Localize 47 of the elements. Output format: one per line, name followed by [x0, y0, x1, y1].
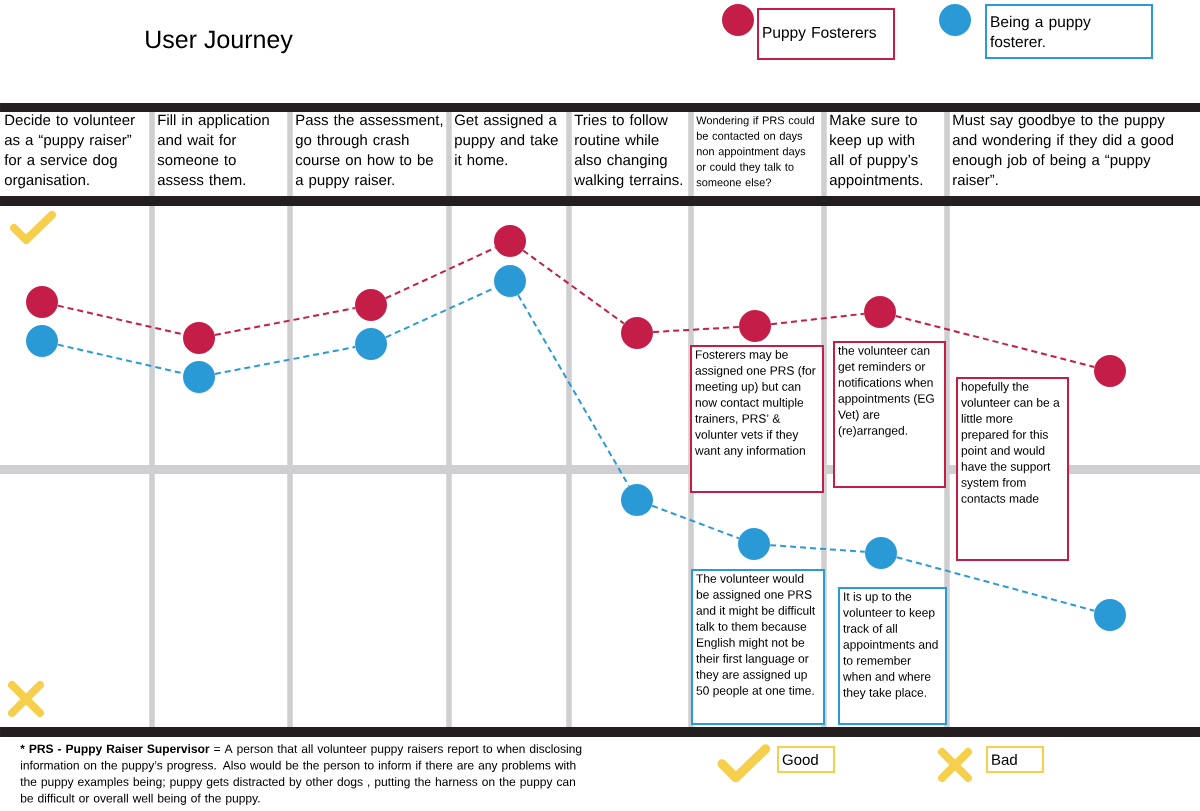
data-point [738, 528, 770, 560]
data-point [1094, 599, 1126, 631]
data-point [494, 225, 526, 257]
dashed-line [517, 294, 630, 487]
dashed-line [652, 325, 740, 334]
stage-text: Get assigned a puppy and take it home. [454, 114, 558, 166]
dashed-line [213, 307, 357, 336]
data-point [26, 325, 58, 357]
stage-text: Decide to volunteer as a “puppy raiser” for a service dog organisation. [4, 114, 135, 189]
stage-text: Must say goodbye to the puppy and wondering if they did a good enough job of being a “puppy raiser”. [952, 114, 1173, 186]
data-point [865, 537, 897, 569]
stage-text: Fill in application and wait for someone to assess them. [157, 114, 269, 186]
data-point [621, 317, 653, 349]
title: User Journey [146, 30, 293, 54]
dashed-line [522, 249, 625, 325]
stage-text: Tries to follow routine while also changing walking terrains. [574, 114, 682, 189]
note-box: hopefully the volunteer can be a little more prepared for this point and would have the support system from contacts made [956, 377, 1069, 561]
note-box: The volunteer would be assigned one PRS and it might be difficult talk to them because English might not be their first language or they are assigned up 50 people at one time. [691, 569, 825, 725]
dashed-line [895, 556, 1096, 612]
dashed-line [213, 346, 357, 375]
data-point [494, 265, 526, 297]
note-box: the volunteer can get reminders or notifications when appointments (EG Vet) are (re)arranged. [833, 341, 946, 488]
dashed-line [384, 286, 497, 339]
data-point [26, 286, 58, 318]
data-point [864, 296, 896, 328]
legend-label: Being a puppy fosterer. [985, 4, 1153, 59]
stage-text: Pass the assessment, go through crash course on how to be a puppy raiser. [295, 114, 443, 189]
dashed-line [651, 504, 740, 540]
data-point [621, 484, 653, 516]
data-point [355, 328, 387, 360]
stage-text: Make sure to keep up with all of puppy’s appointments. [829, 114, 923, 189]
data-point [183, 322, 215, 354]
legend-label: Bad [986, 746, 1044, 773]
footnote: * PRS - Puppy Raiser Supervisor = A person that all volunteer puppy raisers report to when disclosing information on the puppy’s progress. Also would be the person to inform if there are any problems with the puppy examples being; puppy gets distracted by other dogs , putting the harness on the puppy can be difficult or overall well being of the puppy. [20, 744, 582, 805]
dashed-line [769, 544, 866, 553]
data-point [355, 289, 387, 321]
note-box: Fosterers may be assigned one PRS (for meeting up) but can now contact multiple trainers, PRS’ & volunter vets if they want any information [690, 345, 824, 493]
stage-text: Wondering if PRS could be contacted on days non appointment days or could they talk to someone else? [696, 116, 814, 187]
dashed-line [894, 315, 1096, 368]
dashed-line [384, 246, 497, 300]
data-point [739, 310, 771, 342]
data-point [183, 361, 215, 393]
legend-label: Good [777, 746, 835, 773]
legend-label: Puppy Fosterers [757, 8, 895, 60]
data-point [1094, 355, 1126, 387]
dashed-line [770, 312, 865, 326]
note-box: It is up to the volunteer to keep track of all appointments and to remember when and where they take place. [838, 587, 947, 725]
